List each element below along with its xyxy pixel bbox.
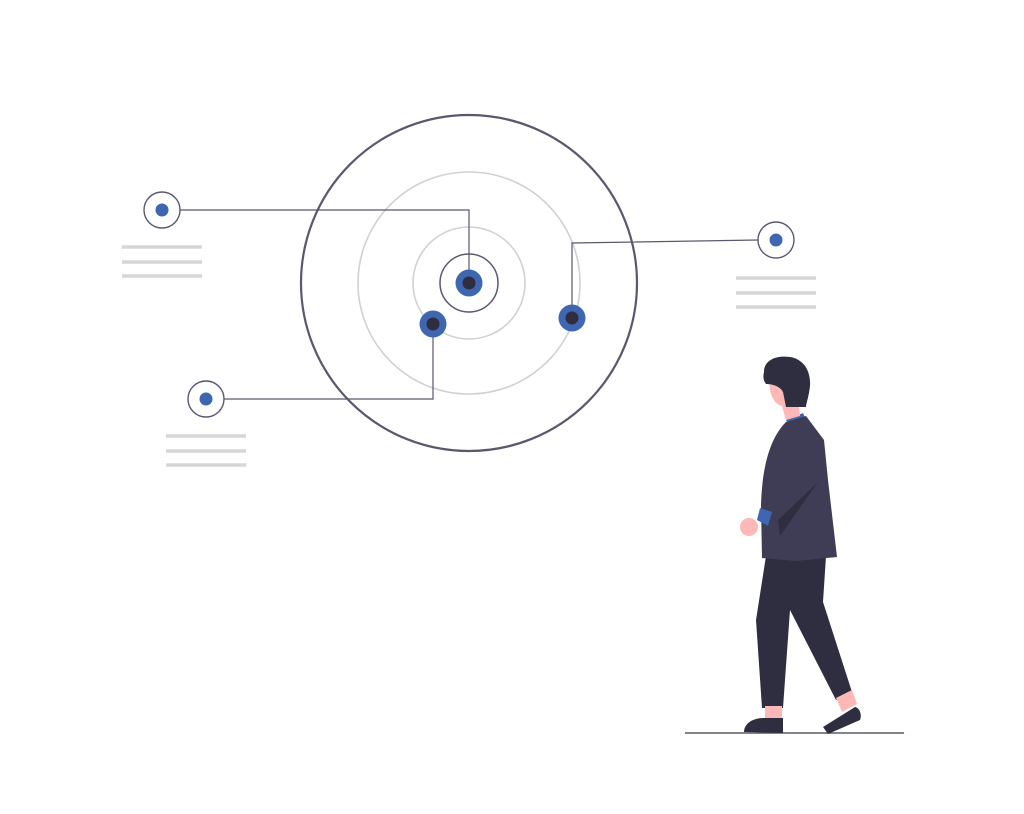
text-placeholder-right — [736, 276, 816, 309]
connector-right — [571, 239, 759, 310]
ring-marker-icon — [143, 191, 181, 229]
person-trousers — [756, 556, 852, 708]
person-shoe-right — [823, 707, 861, 734]
text-placeholder-top-left — [122, 245, 202, 278]
person-jacket — [761, 416, 837, 561]
ring-markers — [143, 191, 795, 418]
connector-lines — [180, 209, 759, 400]
connector-bottom-left — [224, 330, 434, 400]
person-cuff — [757, 508, 772, 526]
person-ankle-left — [765, 706, 782, 718]
placeholder-text-blocks — [122, 245, 816, 467]
person-hand — [740, 518, 758, 536]
person-shoe-left — [744, 718, 783, 733]
target-dots — [419, 269, 586, 338]
outer-ring — [299, 113, 639, 453]
right-dot-core — [565, 311, 579, 325]
person-arm-crease — [778, 482, 818, 536]
left-dot-core — [426, 317, 440, 331]
middle-ring — [357, 171, 581, 395]
person-ankle-right — [836, 690, 857, 712]
target-rings — [299, 113, 639, 453]
text-placeholder-bottom-left — [166, 434, 246, 467]
ring-marker-icon — [757, 221, 795, 259]
walking-person-illustration — [740, 356, 861, 734]
ring-marker-icon — [187, 380, 225, 418]
connector-top-left — [180, 209, 470, 270]
center-dot-core — [462, 276, 476, 290]
person-hair — [763, 356, 811, 407]
